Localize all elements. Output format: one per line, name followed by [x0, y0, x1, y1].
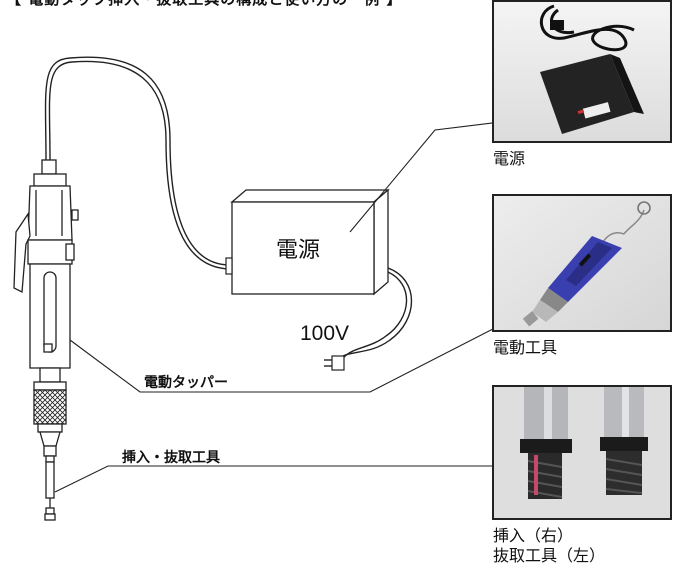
power-cord — [339, 267, 413, 359]
power-box — [225, 188, 390, 296]
voltage-label: 100V — [300, 322, 350, 345]
insert-photo-caption-line1: 挿入（右） — [493, 526, 574, 545]
insert-tool-label: 挿入・抜取工具 — [122, 450, 220, 466]
power-box-label: 電源 — [276, 238, 321, 263]
tapper-cable — [44, 56, 231, 266]
electric-tool-caption: 電動工具 — [493, 338, 558, 357]
tapper-label: 電動タッパー — [144, 375, 228, 391]
power-photo-caption: 電源 — [493, 149, 526, 168]
leader-lines — [54, 115, 551, 493]
electric-tool-photo — [492, 194, 672, 332]
power-adapter-photo — [492, 0, 672, 143]
header-fragment: 【 電動タップ挿入・抜取工具の構成と使い方の一例 】 — [6, 0, 402, 9]
tapper-drawing — [13, 159, 79, 521]
insert-tool-photo — [492, 385, 672, 520]
plug — [324, 355, 345, 371]
insert-photo-caption-line2: 抜取工具（左） — [493, 546, 606, 565]
